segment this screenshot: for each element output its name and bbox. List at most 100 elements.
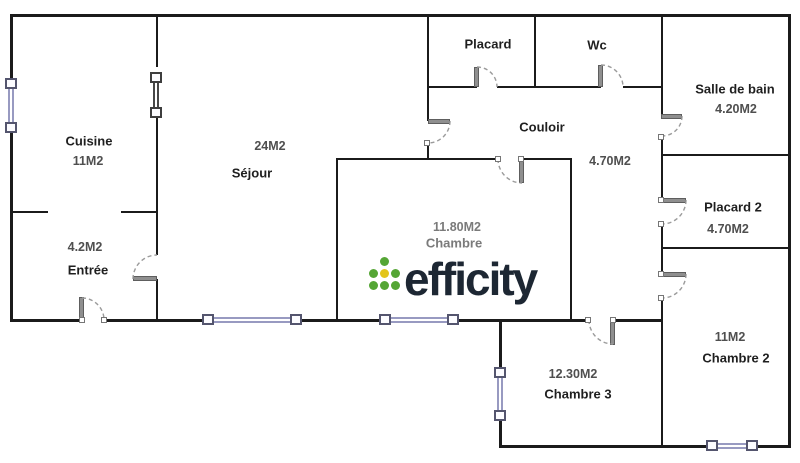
door-arc-chambre2: [661, 273, 687, 299]
wall-cuisine-sejour: [156, 117, 158, 255]
wall-placard-wc-bottom: [623, 86, 663, 88]
wall-placard-wc-bottom: [428, 86, 477, 88]
logo-dot-icon: [369, 269, 378, 278]
label-wc: Wc: [587, 37, 607, 53]
door-hinge: [585, 317, 591, 323]
logo-dot-icon: [369, 281, 378, 290]
wall-chambre3-left: [499, 421, 502, 448]
window-cap: [5, 122, 17, 133]
logo-dot-icon: [380, 269, 389, 278]
label-placard2-area: 4.70M2: [707, 222, 749, 236]
window-cap: [150, 107, 162, 118]
logo-dot-icon: [380, 281, 389, 290]
logo-wordmark: efficity: [404, 253, 538, 305]
label-cuisine-area: 11M2: [72, 154, 104, 168]
door-leaf-entree-sejour: [133, 276, 157, 281]
door-hinge: [658, 221, 664, 227]
window-cap: [706, 440, 718, 451]
door-arc-placard2: [661, 199, 687, 225]
label-couloir-area: 4.70M2: [589, 154, 631, 168]
door-leaf-placard: [474, 67, 479, 87]
wall-placard-wc-bottom: [497, 86, 601, 88]
window-chambre3: [497, 377, 503, 411]
label-chambre3-area: 12.30M2: [548, 367, 598, 381]
door-hinge: [610, 317, 616, 323]
door-hinge: [658, 134, 664, 140]
wall-sejour-couloir: [427, 14, 429, 121]
label-sejour-area: 24M2: [254, 139, 286, 153]
door-leaf-chambre: [519, 159, 524, 183]
window-cap: [494, 410, 506, 421]
door-leaf-salle-de-bain: [661, 114, 682, 119]
logo-dot-icon: [380, 257, 389, 266]
label-entree: Entrée: [67, 262, 109, 278]
door-leaf-sejour-couloir: [428, 119, 450, 124]
wall-bottom-seg: [613, 319, 663, 322]
label-placard2: Placard 2: [704, 199, 762, 215]
door-leaf-chambre3: [610, 321, 615, 345]
window-chambre2: [717, 443, 747, 449]
wall-bottom-seg: [10, 319, 80, 322]
door-leaf-chambre2: [661, 272, 686, 277]
window-cap: [746, 440, 758, 451]
window-sejour-1: [213, 317, 291, 323]
wall-bottom-seg: [451, 319, 589, 322]
wall-chambre-top: [337, 158, 498, 160]
wall-outer-bottom2: [757, 445, 791, 448]
door-hinge: [658, 295, 664, 301]
window-cap: [494, 367, 506, 378]
window-cuisine: [8, 88, 14, 122]
door-hinge: [79, 317, 85, 323]
door-leaf-placard2: [661, 198, 686, 203]
wall-couloir-right: [661, 14, 663, 116]
window-cap: [379, 314, 391, 325]
door-hinge: [658, 271, 664, 277]
wall-cuisine-sejour: [156, 279, 158, 321]
wall-sejour-couloir: [427, 143, 429, 160]
door-arc-sejour-couloir: [427, 120, 451, 144]
door-arc-placard: [476, 66, 498, 88]
label-chambre3: Chambre 3: [544, 386, 612, 402]
label-couloir: Couloir: [519, 119, 565, 135]
door-hinge: [424, 140, 430, 146]
wall-outer-right: [788, 14, 791, 448]
door-hinge: [495, 156, 501, 162]
door-arc-wc: [600, 64, 624, 88]
window-cap: [150, 72, 162, 83]
window-cap: [290, 314, 302, 325]
label-entree-area: 4.2M2: [67, 240, 103, 254]
wall-placard2-chambre2: [663, 247, 790, 249]
door-arc-salle-de-bain: [661, 115, 683, 137]
window-sejour-2: [390, 317, 448, 323]
door-leaf-wc: [598, 65, 603, 87]
logo-dot-icon: [391, 281, 400, 290]
wall-sdb-placard2: [663, 154, 790, 156]
wall-chambre-right: [570, 158, 572, 321]
window-cap: [447, 314, 459, 325]
wall-cuisine-entree: [10, 211, 48, 213]
wall-chambre3-left: [499, 319, 502, 367]
label-salle-de-bain: Salle de bain: [695, 81, 775, 97]
logo-dot-icon: [391, 269, 400, 278]
wall-couloir-right: [661, 298, 663, 447]
label-placard: Placard: [464, 36, 512, 52]
wall-placard-wc: [534, 14, 536, 88]
label-chambre-area: 11.80M2: [433, 220, 481, 234]
label-chambre2: Chambre 2: [702, 350, 770, 366]
wall-outer-top: [10, 14, 791, 17]
label-cuisine: Cuisine: [65, 133, 113, 149]
label-sejour: Séjour: [231, 165, 273, 181]
wall-outer-bottom2: [499, 445, 708, 448]
wall-couloir-right: [661, 136, 663, 200]
window-cap: [5, 78, 17, 89]
wall-chambre-left: [336, 158, 338, 321]
label-chambre: Chambre: [425, 235, 483, 251]
wall-cuisine-sejour: [156, 14, 158, 67]
door-hinge: [658, 197, 664, 203]
wall-chambre-top: [522, 158, 571, 160]
wall-outer-left: [10, 14, 13, 322]
door-hinge: [518, 156, 524, 162]
door-hinge: [101, 317, 107, 323]
wall-couloir-right: [661, 224, 663, 274]
